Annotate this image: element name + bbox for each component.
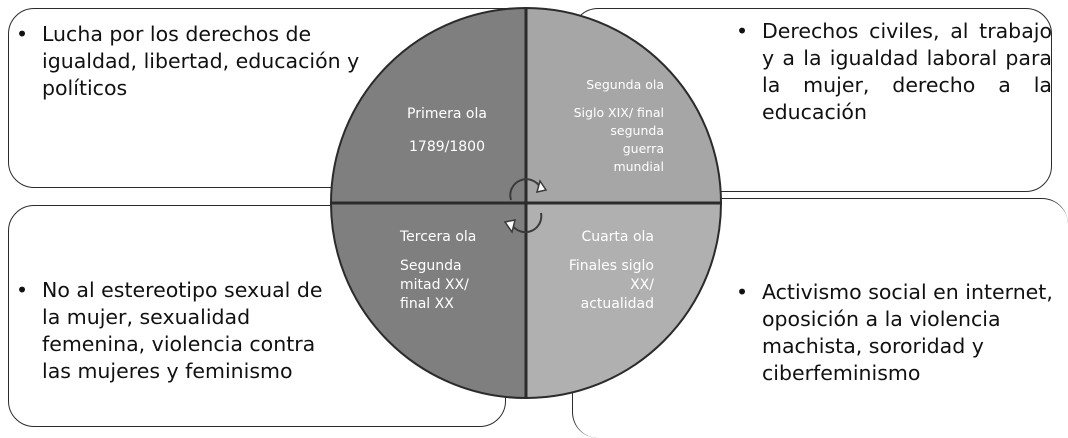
quadrant-third-wave xyxy=(329,202,527,400)
second-wave-name: Segunda ola xyxy=(586,77,664,92)
quadrant-second-wave xyxy=(525,6,723,204)
second-wave-period-line-1: Siglo XIX/ final xyxy=(573,105,664,120)
third-wave-period-line-2: mitad XX/ xyxy=(400,277,469,293)
third-wave-description: No al estereotipo sexual de la mujer, se… xyxy=(16,277,342,385)
fourth-wave-name: Cuarta ola xyxy=(581,229,654,245)
second-wave-period-line-2: segunda xyxy=(610,123,664,138)
third-wave-period-line-1: Segunda xyxy=(400,258,462,274)
first-wave-period: 1789/1800 xyxy=(409,139,485,155)
fourth-wave-description: Activismo social en internet, oposición … xyxy=(736,279,1062,387)
second-wave-period-line-3: guerra xyxy=(622,141,664,156)
second-wave-labels: Segunda ola Siglo XIX/ final segunda gue… xyxy=(524,76,664,176)
cycle-arrows-icon xyxy=(503,178,548,234)
first-wave-description: Lucha por los derechos de igualdad, libe… xyxy=(16,21,362,102)
third-wave-name: Tercera ola xyxy=(400,229,477,245)
second-wave-period-line-4: mundial xyxy=(613,159,664,174)
first-wave-name: Primera ola xyxy=(407,106,487,122)
quadrant-fourth-wave xyxy=(525,202,723,400)
third-wave-labels: Tercera ola Segunda mitad XX/ final XX xyxy=(400,228,510,314)
fourth-wave-period-line-2: XX/ xyxy=(630,277,654,293)
fourth-wave-period-line-1: Finales siglo xyxy=(568,258,654,274)
fourth-wave-period-line-3: actualidad xyxy=(580,296,654,312)
fourth-wave-labels: Cuarta ola Finales siglo XX/ actualidad xyxy=(528,228,654,314)
first-wave-labels: Primera ola 1789/1800 xyxy=(382,104,512,170)
quadrant-first-wave xyxy=(329,6,527,204)
second-wave-description: Derechos civiles, al trabajo y a la igua… xyxy=(736,18,1052,126)
third-wave-period-line-3: final XX xyxy=(400,296,454,312)
